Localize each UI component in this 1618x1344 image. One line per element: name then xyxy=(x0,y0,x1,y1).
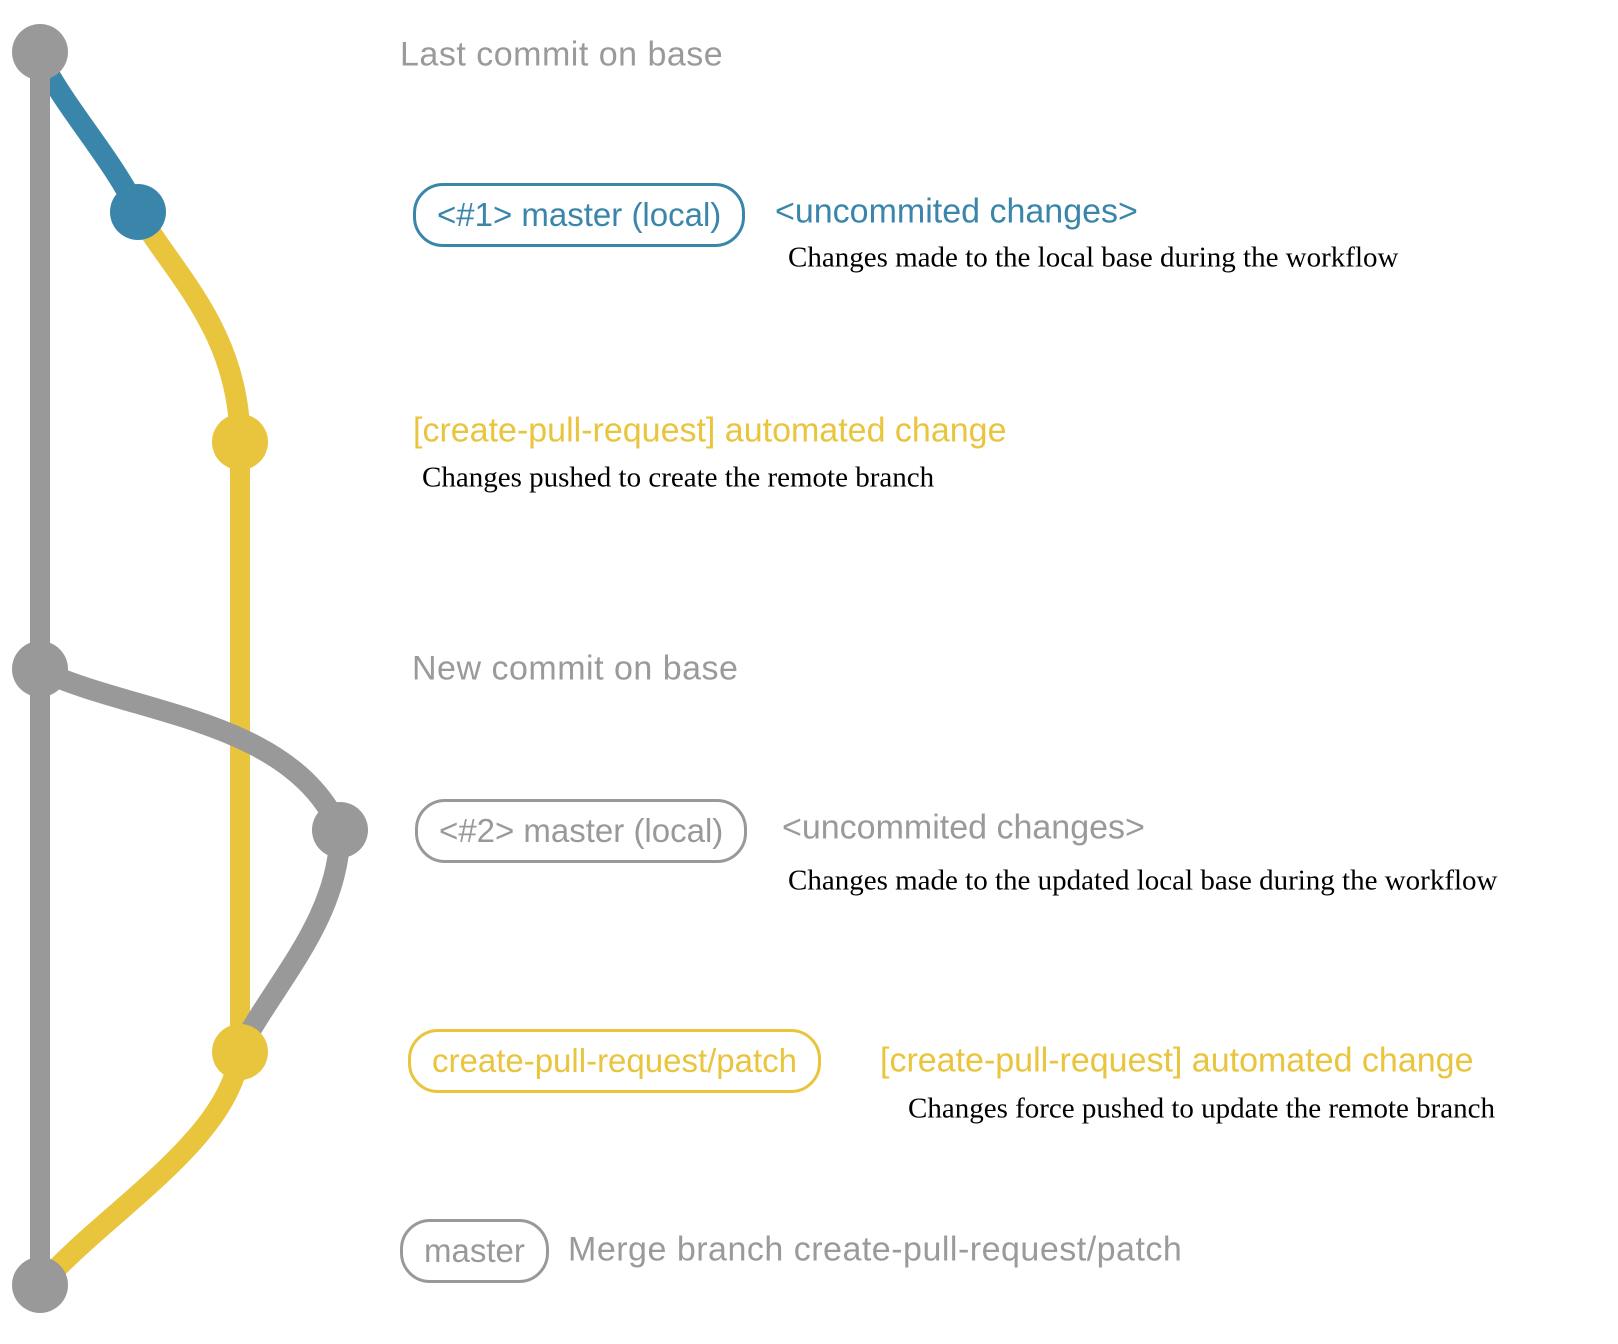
commit-dot-new-on-base xyxy=(12,641,68,697)
commit-dot-automated-2 xyxy=(212,1024,268,1080)
branch-graph xyxy=(12,24,368,1313)
commit-dot-last-on-base xyxy=(12,24,68,80)
rebase-curve xyxy=(35,660,350,835)
commit-dot-local-master-1 xyxy=(110,184,166,240)
patch-branch-badge: create-pull-request/patch xyxy=(408,1029,822,1093)
commit-dot-automated-1 xyxy=(212,414,268,470)
local-changes-detail-1: Changes made to the local base during th… xyxy=(788,241,1399,274)
commit-dot-merge xyxy=(12,1257,68,1313)
force-push-detail: Changes force pushed to update the remot… xyxy=(908,1092,1496,1125)
automated-change-title-2: [create-pull-request] automated change xyxy=(880,1041,1474,1080)
last-commit-label: Last commit on base xyxy=(400,35,724,74)
local-master-2-badge: <#2> master (local) xyxy=(415,799,748,863)
merge-into-base-curve xyxy=(34,1050,251,1291)
local-changes-detail-2: Changes made to the updated local base d… xyxy=(788,864,1498,897)
commit-dot-local-master-2 xyxy=(312,802,368,858)
new-commit-label: New commit on base xyxy=(412,649,739,688)
uncommited-changes-note-1: <uncommited changes> xyxy=(775,192,1138,231)
push-to-remote-curve-1 xyxy=(128,206,251,443)
uncommited-changes-note-2: <uncommited changes> xyxy=(782,808,1145,847)
master-badge: master xyxy=(400,1219,549,1283)
force-push-curve xyxy=(230,829,351,1055)
push-detail-1: Changes pushed to create the remote bran… xyxy=(422,461,935,494)
automated-change-title-1: [create-pull-request] automated change xyxy=(413,411,1007,450)
local-master-1-badge: <#1> master (local) xyxy=(413,183,746,247)
merge-label: Merge branch create-pull-request/patch xyxy=(568,1230,1183,1269)
